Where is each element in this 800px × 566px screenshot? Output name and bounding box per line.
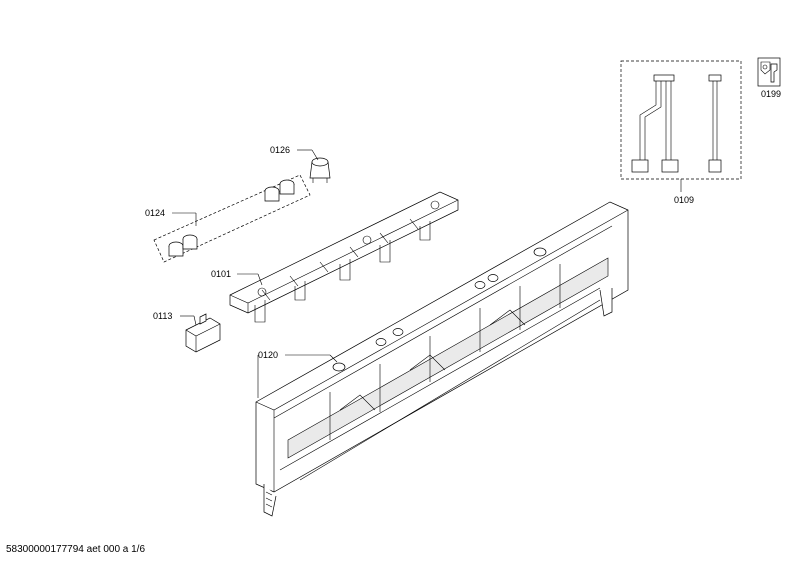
- part-label-0101: 0101: [211, 269, 231, 279]
- part-label-0120: 0120: [258, 350, 278, 360]
- knob-set-0124: [153, 174, 311, 263]
- part-label-0199: 0199: [761, 89, 781, 99]
- part-label-0109: 0109: [674, 195, 694, 205]
- cable-set-group: [620, 60, 742, 192]
- clip-part-0113: [185, 313, 221, 353]
- control-module-carrier-0101: [229, 191, 459, 323]
- knob-0126: [309, 157, 331, 183]
- document-footer-id: 58300000177794 aet 000 a 1/6: [6, 544, 146, 555]
- part-label-0126: 0126: [270, 145, 290, 155]
- service-wrench-icon: [757, 57, 781, 87]
- control-panel-facia-0120: [255, 201, 629, 517]
- part-label-0113: 0113: [153, 311, 172, 321]
- part-label-0124: 0124: [145, 208, 165, 218]
